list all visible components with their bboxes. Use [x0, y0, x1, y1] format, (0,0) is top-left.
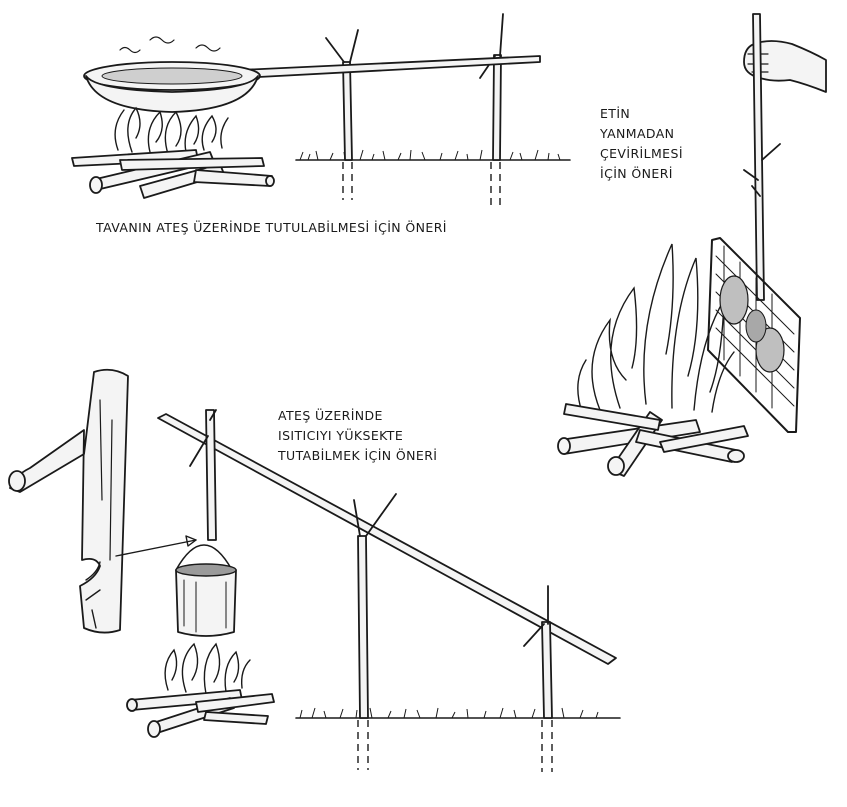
caption-meat-line-3: ÇEVİRİLMESİ: [600, 146, 683, 161]
caption-pot-line-2: ISITICIYI YÜKSEKTE: [278, 428, 404, 443]
hand-icon: [743, 40, 827, 93]
caption-pan: TAVANIN ATEŞ ÜZERİNDE TUTULABİLMESİ İÇİN…: [96, 218, 447, 238]
forked-stick-icon: [479, 13, 504, 205]
pot-scene: [8, 368, 621, 772]
caption-meat-line-2: YANMADAN: [600, 126, 675, 141]
campfire-icon: [71, 106, 275, 199]
forked-stick-icon: [523, 585, 553, 772]
ground-grass-2: [295, 707, 621, 719]
forked-stick-icon: [325, 29, 359, 200]
notched-stick-icon: [8, 368, 197, 634]
pan-scene: [71, 13, 571, 205]
forked-stick-icon: [353, 493, 397, 770]
hanging-pot-icon: [175, 544, 237, 637]
caption-pan-text: TAVANIN ATEŞ ÜZERİNDE TUTULABİLMESİ İÇİN…: [96, 220, 447, 235]
caption-meat-line-4: İÇİN ÖNERİ: [600, 166, 673, 181]
ground-grass-1: [295, 149, 571, 161]
caption-meat-line-1: ETİN: [600, 106, 631, 121]
frying-pan-icon: [83, 36, 261, 113]
campfire-icon: [126, 642, 275, 738]
caption-meat: ETİN YANMADAN ÇEVİRİLMESİ İÇİN ÖNERİ: [600, 104, 683, 184]
grill-basket-icon: [707, 237, 801, 433]
meat-scene: [557, 13, 827, 477]
caption-pot-line-3: TUTABİLMEK İÇİN ÖNERİ: [278, 448, 438, 463]
caption-pot: ATEŞ ÜZERİNDE ISITICIYI YÜKSEKTE TUTABİL…: [278, 406, 437, 466]
caption-pot-line-1: ATEŞ ÜZERİNDE: [278, 408, 383, 423]
campfire-icon: [557, 243, 749, 477]
